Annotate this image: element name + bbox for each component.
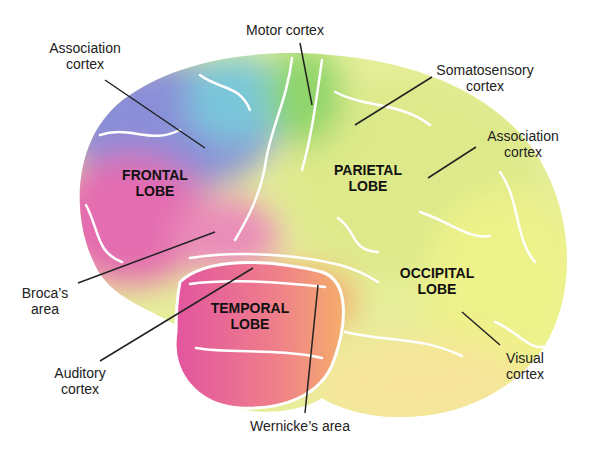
leader-line	[305, 285, 318, 413]
sulcus	[495, 322, 548, 347]
leader-line	[355, 77, 432, 125]
region-label: Somatosensory cortex	[430, 62, 540, 94]
region-label: Broca’s area	[10, 285, 80, 317]
region-label: Motor cortex	[225, 22, 345, 38]
central-sulcus	[235, 58, 292, 240]
sulcus	[200, 75, 250, 110]
sulcus	[190, 281, 325, 287]
lobe-name: OCCIPITAL LOBE	[392, 265, 482, 297]
sulcus	[420, 212, 490, 237]
leader-line	[462, 312, 500, 345]
region-label: Visual cortex	[490, 350, 560, 382]
region-label: Association cortex	[473, 128, 573, 160]
leader-lines	[78, 43, 500, 413]
sulci	[86, 58, 548, 358]
leader-line	[300, 43, 312, 105]
region-label: Auditory cortex	[40, 365, 120, 397]
temporal-region	[175, 263, 343, 409]
leader-line	[78, 232, 215, 283]
sulcus	[500, 172, 535, 262]
sulcus	[196, 348, 322, 358]
lobe-colours	[50, 45, 585, 435]
sulcus	[86, 205, 122, 262]
sulcus	[338, 218, 378, 252]
leader-line	[105, 80, 205, 148]
sulcus	[302, 60, 322, 170]
lobe-name: TEMPORAL LOBE	[205, 300, 295, 332]
region-label: Wernicke’s area	[220, 418, 380, 434]
motor-colour	[267, 45, 343, 145]
leader-line	[428, 147, 476, 178]
sulcus	[100, 130, 180, 136]
region-label: Association cortex	[35, 40, 135, 72]
lobe-name: PARIETAL LOBE	[328, 162, 408, 194]
lateral-fissure	[190, 254, 378, 282]
lobe-name: FRONTAL LOBE	[115, 167, 195, 199]
sulcus	[345, 332, 462, 356]
